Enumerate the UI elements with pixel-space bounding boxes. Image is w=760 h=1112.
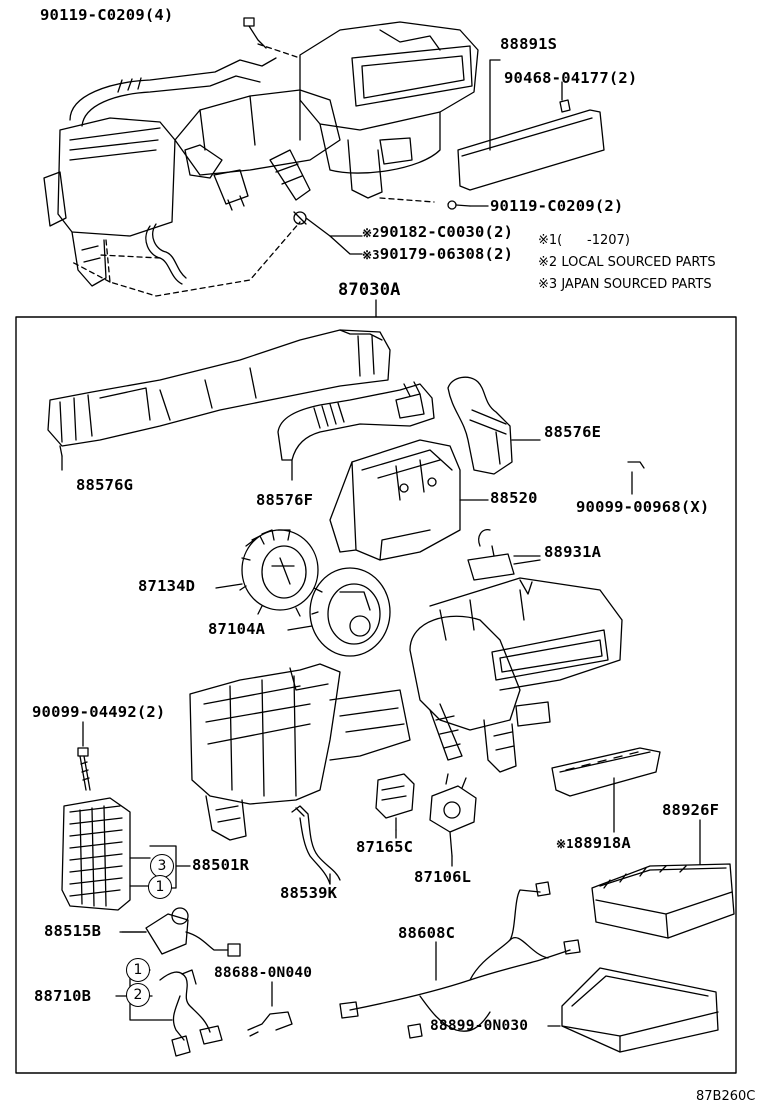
heater-unit-drawing <box>189 577 623 841</box>
part-label-88576e: 88576E <box>544 423 602 441</box>
part-label-90099-04492: 90099-04492(2) <box>32 703 166 721</box>
part-label-88688-0n040: 88688-0N040 <box>214 965 313 981</box>
top-leader-lines <box>305 59 563 255</box>
part-label-90119-c0209-2: 90119-C0209(2) <box>490 197 624 215</box>
part-label-88926f: 88926F <box>662 801 720 819</box>
tray-88899-0n030-drawing <box>547 967 719 1053</box>
part-label-88515b: 88515B <box>44 922 102 940</box>
part-label-88899-0n030: 88899-0N030 <box>430 1018 529 1034</box>
part-label-87165c: 87165C <box>356 838 414 856</box>
part-label-87106l: 87106L <box>414 868 472 886</box>
harness-88608c-drawing <box>339 881 581 1039</box>
part-label-90099-00968: 90099-00968(X) <box>576 498 710 516</box>
resistor-87165c-drawing <box>375 773 415 831</box>
case-88926f-drawing <box>591 819 735 939</box>
evaporator-88501r-drawing <box>61 797 151 911</box>
filter-panel-drawing <box>447 99 605 210</box>
part-label-90468-04177: 90468-04177(2) <box>504 69 638 87</box>
resistor-88931a-drawing <box>467 529 541 581</box>
part-label-88931a: 88931A <box>544 543 602 561</box>
blower-case-88520-drawing <box>329 439 461 561</box>
duct-88576g-drawing <box>47 329 391 457</box>
fan-87134d-drawing <box>239 529 323 617</box>
callout-1-harness: 1 <box>126 958 150 982</box>
part-label-87104a: 87104A <box>208 620 266 638</box>
wire-88688-0n040-drawing <box>247 981 293 1037</box>
harness-88710b-drawing <box>159 969 223 1057</box>
assembly-label-87030a: 87030A <box>338 280 401 300</box>
diagram-id: 87B260C <box>696 1089 756 1104</box>
part-label-88576f: 88576F <box>256 491 314 509</box>
note-3: ※3 JAPAN SOURCED PARTS <box>538 277 712 292</box>
filter-88918a-drawing <box>551 747 661 833</box>
assembly-frame <box>15 316 737 1074</box>
part-label-87134d: 87134D <box>138 577 196 595</box>
duct-88576e-drawing <box>447 376 513 475</box>
callout-1-evaporator: 1 <box>148 875 172 899</box>
part-label-90182-c0030: ※290182-C0030(2) <box>362 223 514 241</box>
part-label-88539k: 88539K <box>280 884 338 902</box>
part-label-88501r: 88501R <box>192 856 250 874</box>
part-label-88608c: 88608C <box>398 924 456 942</box>
leader-88710b <box>115 969 173 1021</box>
part-label-88918a: ※188918A <box>556 834 631 852</box>
part-label-88891s: 88891S <box>500 35 558 53</box>
callout-2-harness: 2 <box>126 983 150 1007</box>
hose-88539k-drawing <box>291 805 341 885</box>
part-label-88710b: 88710B <box>34 987 92 1005</box>
part-label-88520: 88520 <box>490 489 538 507</box>
duct-88576f-drawing <box>277 381 435 461</box>
top-heater-assembly-drawing <box>43 17 479 297</box>
part-label-90179-06308: ※390179-06308(2) <box>362 245 514 263</box>
note-2: ※2 LOCAL SOURCED PARTS <box>538 255 716 270</box>
motor-87104a-drawing <box>309 567 391 657</box>
part-label-90119-c0209-4: 90119-C0209(4) <box>40 6 174 24</box>
note-1: ※1( -1207) <box>538 233 630 248</box>
part-label-88576g: 88576G <box>76 476 134 494</box>
main-leader-lines <box>61 439 645 933</box>
servo-87106l-drawing <box>429 773 477 857</box>
bolt-90099-04492-drawing <box>77 721 91 791</box>
